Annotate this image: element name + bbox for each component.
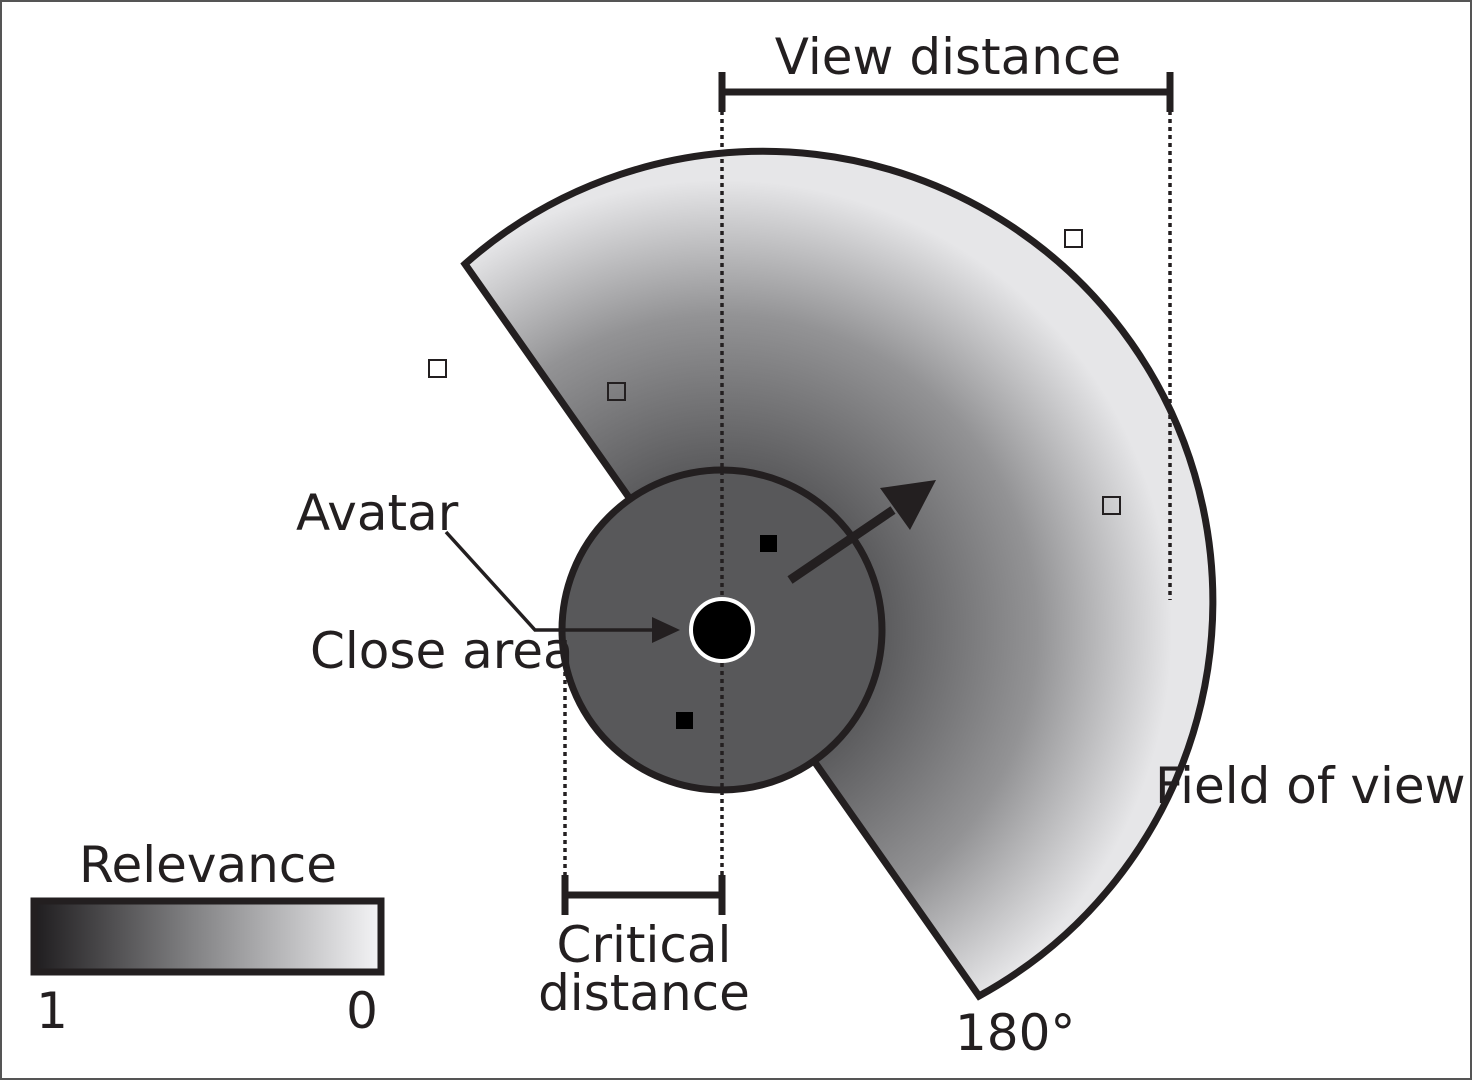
object-outside-1 xyxy=(428,359,447,378)
critical-distance-label-line2: distance xyxy=(538,964,750,1022)
object-fov-1 xyxy=(607,382,626,401)
critical-distance-label-line1: Critical xyxy=(557,916,732,974)
object-fov-2 xyxy=(1102,496,1121,515)
angle-label: 180° xyxy=(955,1004,1075,1062)
view-distance-label: View distance xyxy=(775,28,1121,86)
relevance-legend-max: 0 xyxy=(346,982,378,1040)
relevance-legend-title: Relevance xyxy=(79,836,337,894)
object-outside-2 xyxy=(1064,229,1083,248)
relevance-legend-bar xyxy=(30,897,385,976)
view-distance-bracket xyxy=(718,72,1174,112)
direction-arrow xyxy=(787,480,936,584)
avatar-marker xyxy=(689,597,755,663)
object-close-2 xyxy=(676,712,693,729)
object-close-1 xyxy=(760,535,777,552)
relevance-legend-min: 1 xyxy=(36,982,68,1040)
close-area-label: Close area xyxy=(310,622,574,680)
avatar-pointer xyxy=(444,530,680,643)
field-of-view-label: Field of view xyxy=(1155,757,1466,815)
avatar-label: Avatar xyxy=(296,484,459,542)
critical-distance-bracket xyxy=(561,875,726,915)
